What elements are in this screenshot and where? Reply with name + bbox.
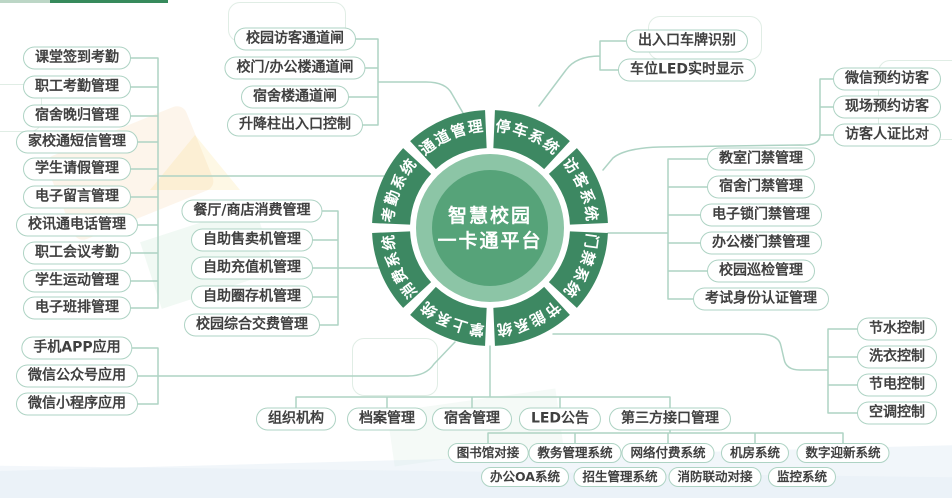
node-pill-visitor-2: 访客人证比对 [833,123,941,147]
node-pill-row3-0: 办公OA系统 [481,467,569,487]
node-pill-energy-3: 空调控制 [857,401,937,425]
node-pill-row2-1: 教务管理系统 [528,443,622,463]
node-pill-attendance-5: 电子留言管理 [23,185,131,209]
ring-segment-4 [410,286,487,346]
ring-segment-3 [493,286,570,346]
one-card-platform-donut: 停车系统访客系统门禁系统节能系统掌上系统消费系统考勤系统通道管理智慧校园一卡通平… [372,110,608,346]
node-pill-attendance-7: 职工会议考勤 [23,241,131,265]
inner-core-disc [432,170,548,286]
topbar-dark-segment [50,0,168,3]
node-pill-row2-3: 机房系统 [720,443,790,463]
node-pill-access-3: 办公楼门禁管理 [700,231,822,255]
decor-rounded-rect [352,338,438,396]
node-pill-energy-2: 节电控制 [857,373,937,397]
node-pill-attendance-6: 校讯通电话管理 [16,213,138,237]
node-pill-row3-1: 招生管理系统 [573,467,667,487]
node-pill-attendance-4: 学生请假管理 [23,157,131,181]
ring-segment-1 [548,148,608,225]
ring-segment-6 [372,148,432,225]
node-pill-channel-1: 校门/办公楼通道闸 [224,56,366,80]
node-pill-access-1: 宿舍门禁管理 [707,175,815,199]
node-pill-row1-4: 第三方接口管理 [609,407,731,431]
node-pill-channel-2: 宿舍楼通道闸 [241,85,349,109]
node-pill-row1-3: LED公告 [518,407,602,431]
node-pill-access-2: 电子锁门禁管理 [700,203,822,227]
node-pill-consume-3: 自助圈存机管理 [191,285,313,309]
node-pill-consume-0: 餐厅/商店消费管理 [181,199,323,223]
topbar-light-segment [0,0,50,3]
node-pill-row1-2: 宿舍管理 [432,407,512,431]
ring-segment-5 [372,231,432,308]
node-pill-row3-3: 监控系统 [767,467,837,487]
node-pill-attendance-1: 职工考勤管理 [23,75,131,99]
node-pill-consume-2: 自助充值机管理 [191,256,313,280]
node-pill-mobile-1: 微信公众号应用 [16,364,138,388]
ring-segment-0 [493,110,570,170]
node-pill-attendance-8: 学生运动管理 [23,269,131,293]
node-pill-mobile-2: 微信小程序应用 [16,392,138,416]
node-pill-attendance-2: 宿舍晚归管理 [23,104,131,128]
node-pill-mobile-0: 手机APP应用 [21,336,133,360]
node-pill-row3-2: 消防联动对接 [668,467,762,487]
ring-segment-7 [410,110,487,170]
node-pill-access-4: 校园巡检管理 [707,259,815,283]
node-pill-parking-1: 车位LED实时显示 [617,58,757,82]
platform-title-line1: 智慧校园 [448,204,532,227]
platform-title-line2: 一卡通平台 [437,229,542,252]
node-pill-consume-1: 自助售卖机管理 [191,228,313,252]
node-pill-consume-4: 校园综合交费管理 [184,313,320,337]
node-pill-attendance-0: 课堂签到考勤 [23,46,131,70]
node-pill-row1-1: 档案管理 [347,407,427,431]
node-pill-row2-0: 图书馆对接 [447,443,529,463]
node-pill-row2-4: 数字迎新系统 [796,443,890,463]
node-pill-attendance-3: 家校通短信管理 [16,130,138,154]
node-pill-visitor-1: 现场预约访客 [833,95,941,119]
node-pill-parking-0: 出入口车牌识别 [626,29,748,53]
node-pill-channel-3: 升降柱出入口控制 [227,113,363,137]
node-pill-visitor-0: 微信预约访客 [833,67,941,91]
node-pill-channel-0: 校园访客通道闸 [234,27,356,51]
node-pill-energy-1: 洗衣控制 [857,345,937,369]
node-pill-access-0: 教室门禁管理 [707,147,815,171]
node-pill-energy-0: 节水控制 [857,317,937,341]
node-pill-row1-0: 组织机构 [256,407,336,431]
node-pill-row2-2: 网络付费系统 [621,443,715,463]
node-pill-access-5: 考试身份认证管理 [693,287,829,311]
node-pill-attendance-9: 电子班排管理 [23,296,131,320]
ring-segment-2 [548,231,608,308]
